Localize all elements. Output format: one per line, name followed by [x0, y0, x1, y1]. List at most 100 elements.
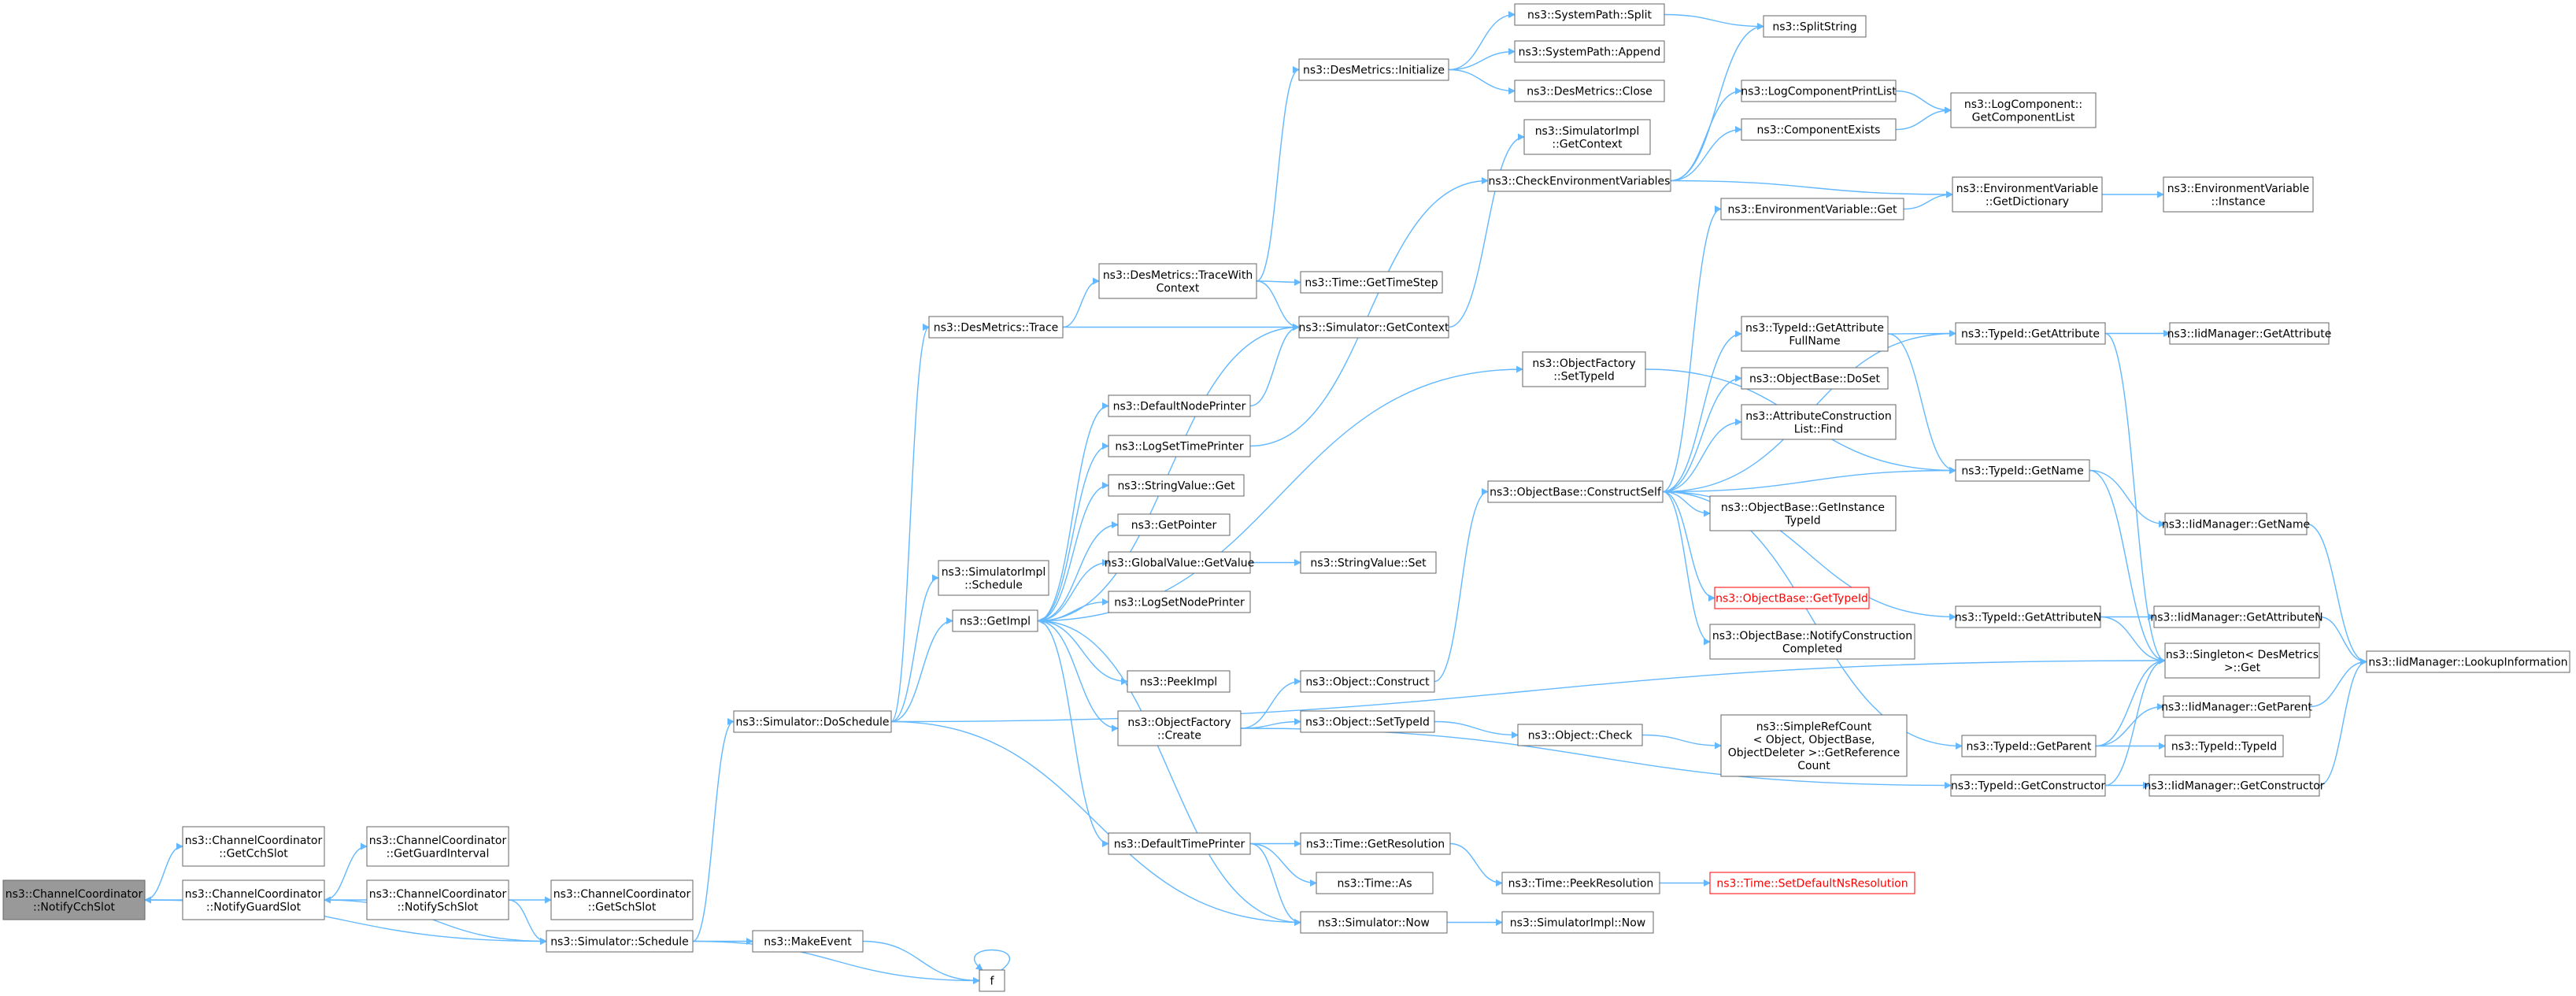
node-splitstring[interactable]: ns3::SplitString — [1763, 15, 1867, 38]
node-typeidgetctor[interactable]: ns3::TypeId::GetConstructor — [1950, 774, 2106, 797]
node-box — [952, 609, 1038, 632]
node-syspathsplit[interactable]: ns3::SystemPath::Split — [1514, 3, 1665, 26]
node-typeidgetattrn[interactable]: ns3::TypeId::GetAttributeN — [1955, 605, 2101, 628]
node-defaulttimeprinter[interactable]: ns3::DefaultTimePrinter — [1108, 832, 1251, 855]
node-logcompgetlist[interactable]: ns3::LogComponent::GetComponentList — [1950, 92, 2097, 128]
node-label: ns3::Simulator::GetContext — [1298, 322, 1449, 335]
node-syspathappend[interactable]: ns3::SystemPath::Append — [1514, 40, 1665, 63]
node-box — [733, 710, 892, 733]
node-logsettimeprinter[interactable]: ns3::LogSetTimePrinter — [1108, 435, 1251, 457]
node-box — [2, 879, 146, 920]
node-logcompprint[interactable]: ns3::LogComponentPrintList — [1741, 80, 1897, 102]
node-stringvalueset[interactable]: ns3::StringValue::Set — [1300, 551, 1437, 574]
node-objbasenotify[interactable]: ns3::ObjectBase::NotifyConstructionCompl… — [1709, 624, 1915, 660]
node-schedule[interactable]: ns3::Simulator::Schedule — [546, 930, 694, 953]
edge-constructself-to-typeidgetname — [1662, 467, 1956, 493]
node-box — [1514, 3, 1665, 26]
node-envget[interactable]: ns3::EnvironmentVariable::Get — [1720, 198, 1904, 220]
node-iidgetattr[interactable]: ns3::IidManager::GetAttribute — [2167, 322, 2332, 345]
node-label: ns3::ChannelCoordinator — [553, 888, 691, 901]
node-timegetres[interactable]: ns3::Time::GetResolution — [1300, 832, 1451, 855]
node-label: ns3::LogComponent:: — [1964, 98, 2082, 111]
node-desmetricstrace[interactable]: ns3::DesMetrics::Trace — [928, 316, 1064, 339]
node-label: ns3::IidManager::GetAttributeN — [2150, 612, 2322, 624]
node-defaultnodeprinter[interactable]: ns3::DefaultNodePrinter — [1108, 394, 1251, 417]
node-compexists[interactable]: ns3::ComponentExists — [1741, 118, 1897, 141]
node-globalvalueget[interactable]: ns3::GlobalValue::GetValue — [1105, 551, 1254, 574]
node-objbasedoset[interactable]: ns3::ObjectBase::DoSet — [1741, 367, 1889, 390]
node-typeidgetparent[interactable]: ns3::TypeId::GetParent — [1961, 735, 2097, 757]
node-getguard[interactable]: ns3::ChannelCoordinator::GetGuardInterva… — [366, 826, 509, 867]
edge-doschedule-to-simimplschedule — [890, 574, 939, 723]
node-box — [1117, 513, 1231, 536]
node-f[interactable]: f — [979, 969, 1005, 992]
node-getimpl[interactable]: ns3::GetImpl — [952, 609, 1038, 632]
node-simimplnow[interactable]: ns3::SimulatorImpl::Now — [1501, 911, 1654, 934]
node-simimplgetctx[interactable]: ns3::SimulatorImpl::GetContext — [1523, 119, 1651, 155]
node-makeevent[interactable]: ns3::MakeEvent — [752, 930, 864, 953]
edge-notifysch-to-schedule — [508, 899, 547, 945]
node-simgetcontext[interactable]: ns3::Simulator::GetContext — [1298, 316, 1449, 339]
node-objfactorysettypeid[interactable]: ns3::ObjectFactory::SetTypeId — [1522, 351, 1646, 387]
node-typeidtypeid[interactable]: ns3::TypeId::TypeId — [2164, 735, 2284, 757]
node-stringvalueget[interactable]: ns3::StringValue::Get — [1108, 474, 1245, 497]
node-iidlookup[interactable]: ns3::IidManager::LookupInformation — [2366, 650, 2570, 673]
node-setdefaultns[interactable]: ns3::Time::SetDefaultNsResolution — [1709, 872, 1915, 894]
node-label: f — [990, 976, 995, 988]
node-notifysch[interactable]: ns3::ChannelCoordinator::NotifySchSlot — [366, 879, 509, 920]
node-desclose[interactable]: ns3::DesMetrics::Close — [1514, 80, 1665, 102]
node-desinit[interactable]: ns3::DesMetrics::Initialize — [1298, 58, 1449, 81]
node-label: ns3::Time::GetResolution — [1306, 839, 1445, 851]
edge-typeidgetparent-to-iidgetparent — [2095, 703, 2164, 747]
node-iidgetparent[interactable]: ns3::IidManager::GetParent — [2161, 695, 2312, 718]
node-box — [1501, 911, 1654, 934]
node-envinstance[interactable]: ns3::EnvironmentVariable::Instance — [2163, 176, 2314, 213]
node-box — [2164, 513, 2308, 535]
node-timepeekres[interactable]: ns3::Time::PeekResolution — [1501, 872, 1660, 894]
node-objconstruct[interactable]: ns3::Object::Construct — [1300, 670, 1435, 693]
node-getcchslot[interactable]: ns3::ChannelCoordinator::GetCchSlot — [182, 826, 325, 867]
edge-constructself-to-envget — [1662, 205, 1722, 493]
node-iidgetattrn[interactable]: ns3::IidManager::GetAttributeN — [2150, 605, 2323, 628]
node-constructself[interactable]: ns3::ObjectBase::ConstructSelf — [1487, 480, 1664, 503]
node-notifycch[interactable]: ns3::ChannelCoordinator::NotifyCchSlot — [2, 879, 146, 920]
edge-constructself-to-objbasegettid — [1662, 491, 1715, 602]
node-label: ns3::Time::SetDefaultNsResolution — [1716, 878, 1908, 890]
node-gettimestep[interactable]: ns3::Time::GetTimeStep — [1300, 271, 1443, 294]
edge-constructself-to-objbasedoset — [1662, 375, 1742, 493]
node-objsettypeid[interactable]: ns3::Object::SetTypeId — [1300, 710, 1435, 733]
node-simnow[interactable]: ns3::Simulator::Now — [1300, 911, 1448, 934]
node-simplerefcount[interactable]: ns3::SimpleRefCount< Object, ObjectBase,… — [1720, 714, 1908, 777]
node-box — [1955, 322, 2106, 345]
node-timeas[interactable]: ns3::Time::As — [1316, 872, 1434, 894]
edge-typeidgetparent-to-singletonget — [2095, 657, 2166, 747]
node-label: ns3::GlobalValue::GetValue — [1105, 557, 1254, 570]
node-envgetdict[interactable]: ns3::EnvironmentVariable::GetDictionary — [1952, 176, 2103, 213]
node-typeidgetattr[interactable]: ns3::TypeId::GetAttribute — [1955, 322, 2106, 345]
node-iidgetctor[interactable]: ns3::IidManager::GetConstructor — [2144, 774, 2325, 797]
node-logsetnodeprinter[interactable]: ns3::LogSetNodePrinter — [1108, 591, 1251, 613]
node-objfactorycreate[interactable]: ns3::ObjectFactory::Create — [1117, 710, 1242, 746]
node-getpointer[interactable]: ns3::GetPointer — [1117, 513, 1231, 536]
node-box — [2163, 176, 2314, 213]
node-typeidgetname[interactable]: ns3::TypeId::GetName — [1955, 459, 2090, 482]
node-box — [1514, 80, 1665, 102]
node-box — [1108, 394, 1251, 417]
node-notifyguard[interactable]: ns3::ChannelCoordinator::NotifyGuardSlot — [182, 879, 325, 920]
node-singletonget[interactable]: ns3::Singleton< DesMetrics >::Get — [2164, 642, 2320, 679]
node-box — [1298, 316, 1449, 339]
node-objcheck[interactable]: ns3::Object::Check — [1517, 724, 1643, 746]
node-iidgetname[interactable]: ns3::IidManager::GetName — [2162, 513, 2310, 535]
node-checkenv[interactable]: ns3::CheckEnvironmentVariables — [1487, 169, 1671, 192]
node-objbasegettid[interactable]: ns3::ObjectBase::GetTypeId — [1714, 587, 1870, 609]
node-peekimpl[interactable]: ns3::PeekImpl — [1127, 670, 1231, 693]
node-doschedule[interactable]: ns3::Simulator::DoSchedule — [733, 710, 892, 733]
node-getschslot[interactable]: ns3::ChannelCoordinator::GetSchSlot — [550, 879, 694, 920]
node-label: ns3::LogSetTimePrinter — [1115, 441, 1244, 454]
node-simimplschedule[interactable]: ns3::SimulatorImpl::Schedule — [938, 560, 1049, 596]
node-box — [1741, 367, 1889, 390]
